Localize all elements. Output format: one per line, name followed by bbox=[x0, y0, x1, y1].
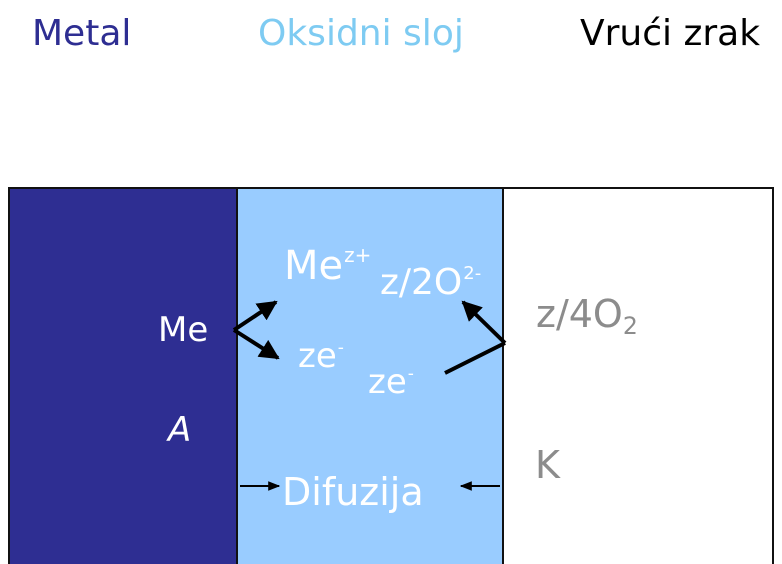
electron-symbol-right: ze bbox=[368, 362, 407, 402]
electron-charge-left: - bbox=[337, 337, 344, 358]
metal-layer bbox=[8, 187, 236, 564]
heading-metal: Metal bbox=[32, 13, 132, 54]
oxide-ion-label: z/2O2- bbox=[380, 262, 481, 303]
electron-symbol-left: ze bbox=[298, 336, 337, 376]
metal-ion-charge: z+ bbox=[344, 243, 372, 267]
heading-hot-air: Vrući zrak bbox=[580, 13, 761, 54]
oxygen-symbol: z/4O bbox=[536, 292, 623, 336]
metal-ion-label: Mez+ bbox=[284, 243, 371, 289]
oxygen-label: z/4O2 bbox=[536, 292, 638, 340]
hot-air-layer bbox=[504, 187, 774, 564]
electron-label-left: ze- bbox=[298, 336, 344, 376]
oxygen-subscript: 2 bbox=[622, 312, 638, 341]
diffusion-label: Difuzija bbox=[282, 470, 424, 514]
heading-oxide-layer: Oksidni sloj bbox=[258, 13, 464, 54]
electron-label-right: ze- bbox=[368, 362, 414, 402]
anode-label: A bbox=[168, 410, 192, 450]
oxide-layer bbox=[236, 187, 504, 564]
oxide-ion-symbol: z/2O bbox=[380, 262, 463, 303]
electron-charge-right: - bbox=[407, 363, 414, 384]
metal-atom-label: Me bbox=[158, 310, 209, 350]
oxide-ion-charge: 2- bbox=[463, 262, 482, 284]
metal-ion-symbol: Me bbox=[284, 243, 344, 289]
cathode-label: K bbox=[535, 443, 560, 487]
